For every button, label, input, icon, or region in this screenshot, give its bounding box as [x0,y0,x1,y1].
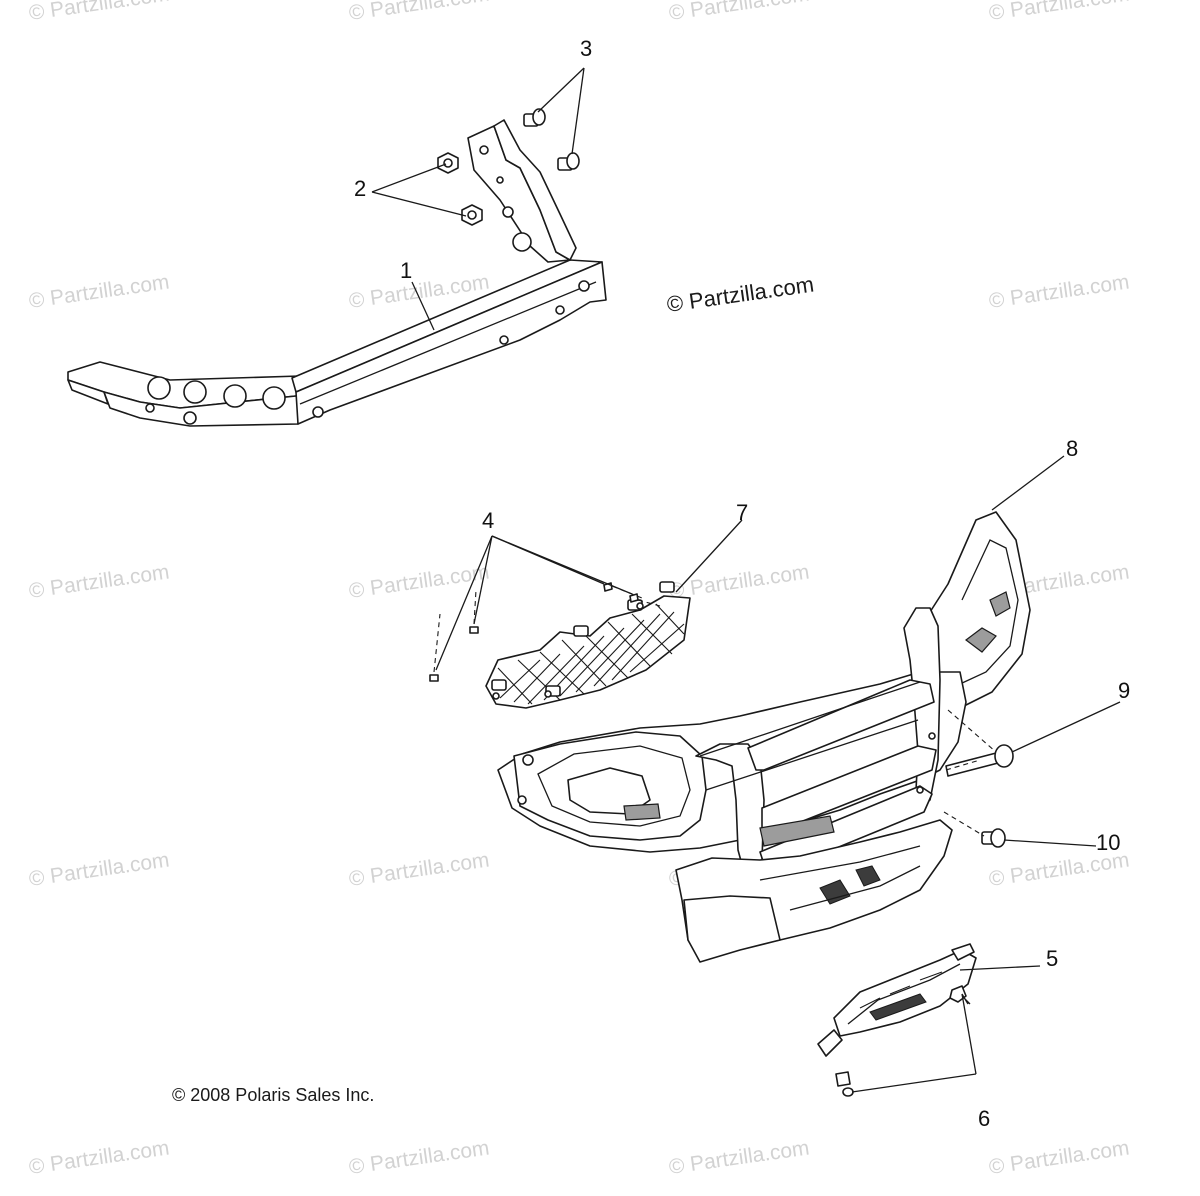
watermark: © Partzilla.com [347,560,490,602]
watermark: © Partzilla.com [27,560,170,602]
watermark: © Partzilla.com [667,560,810,602]
watermark: © Partzilla.com [27,0,170,25]
callout-1[interactable]: 1 [400,258,412,283]
bolt-part-3[interactable] [523,108,580,171]
callout-10[interactable]: 10 [1096,830,1120,855]
watermark: © Partzilla.com [27,1136,170,1178]
callout-4[interactable]: 4 [482,508,494,533]
watermark: © Partzilla.com [347,1136,490,1178]
front-bumper-frame[interactable] [67,119,607,427]
watermark: © Partzilla.com [667,0,810,25]
watermark: © Partzilla.com [987,270,1130,312]
watermark: © Partzilla.com [667,1136,810,1178]
callout-2[interactable]: 2 [354,176,366,201]
callout-7[interactable]: 7 [736,500,748,525]
push-rivet-part-10[interactable] [943,811,1006,848]
watermark: © Partzilla.com [987,1136,1130,1178]
footer-copyright: © 2008 Polaris Sales Inc. [172,1085,374,1105]
callout-9[interactable]: 9 [1118,678,1130,703]
callout-3[interactable]: 3 [580,36,592,61]
watermark: © Partzilla.com [987,0,1130,25]
watermark: © Partzilla.com [347,848,490,890]
upper-grille[interactable] [485,581,691,709]
leader-lines [371,67,1121,1093]
callout-5[interactable]: 5 [1046,946,1058,971]
watermark: © Partzilla.com [27,270,170,312]
lower-grille[interactable] [817,943,977,1057]
watermark: © Partzilla.com [347,0,490,25]
watermark: © Partzilla.com [27,848,170,890]
center-copyright: © Partzilla.com [665,272,815,317]
callout-8[interactable]: 8 [1066,436,1078,461]
nut-part-2[interactable] [437,152,483,226]
front-bumper[interactable] [497,511,1031,963]
callout-6[interactable]: 6 [978,1106,990,1131]
bolt-part-9[interactable] [945,709,1014,777]
callout-numbers: 1 2 3 4 5 6 7 8 9 10 [354,36,1130,1131]
